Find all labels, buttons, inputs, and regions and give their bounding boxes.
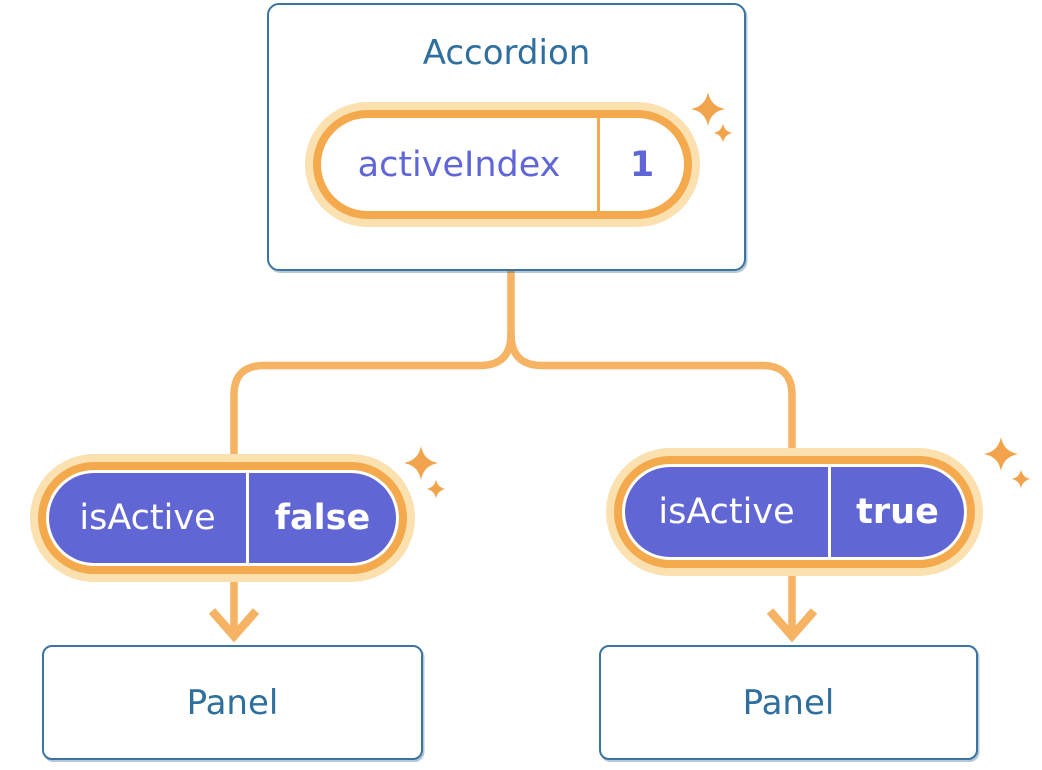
pill-ring: isActive true [614,456,975,568]
pill-divider [828,467,831,557]
sparkle-icon [984,437,1031,489]
sparkle-icon [404,446,446,499]
state-name-label: activeIndex [357,144,561,185]
panel-label: Panel [186,682,279,723]
pill-ring: activeIndex 1 [313,110,692,219]
pill-body: isActive true [625,467,964,557]
is-active-pill-left: isActive false [30,454,415,582]
pill-divider [597,118,600,211]
accordion-title: Accordion [422,33,591,73]
state-value: 1 [629,144,655,185]
active-index-pill: activeIndex 1 [305,102,700,227]
is-active-pill-right: isActive true [606,448,983,576]
panel-card-left: Panel [42,645,423,760]
pill-divider [246,473,249,563]
sparkle-icon [691,92,733,143]
state-value: false [274,498,371,538]
arrow-down-icon [208,608,260,643]
arrow-down-icon [766,608,818,643]
state-name-label: isActive [79,498,216,538]
pill-ring: isActive false [38,462,407,574]
state-value: true [856,492,939,532]
state-name-label: isActive [658,492,795,532]
right-branch-line [507,333,796,631]
panel-card-right: Panel [599,645,978,760]
pill-body: isActive false [49,473,396,563]
panel-label: Panel [742,682,835,723]
left-branch-line [230,333,515,631]
